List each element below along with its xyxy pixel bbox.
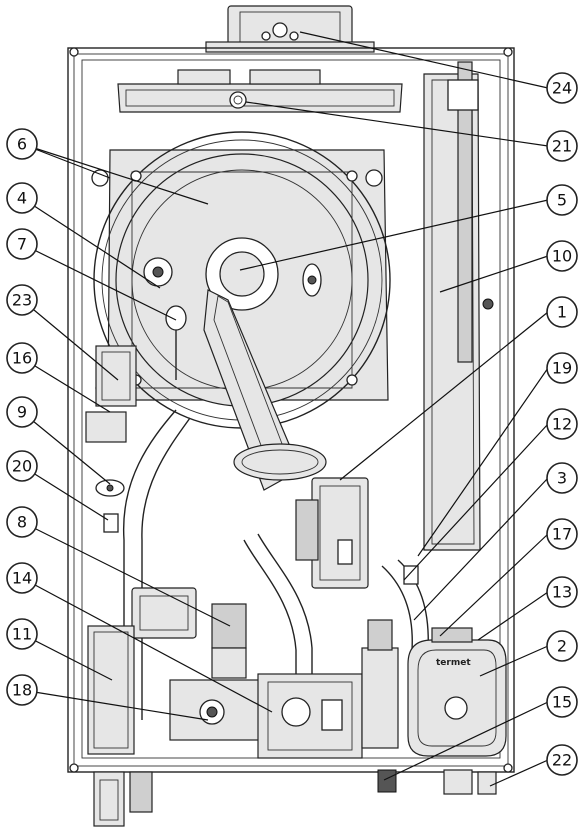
callout-17: 17 (546, 518, 578, 550)
leader-22 (489, 759, 549, 787)
leader-19 (417, 367, 549, 557)
hydraulic-block (169, 619, 399, 759)
callout-14: 14 (6, 562, 38, 594)
callout-13: 13 (546, 576, 578, 608)
pump-brand-label: termet (436, 658, 471, 668)
callout-2-number: 2 (557, 637, 567, 656)
leader-9 (21, 411, 111, 485)
leader-4 (21, 197, 161, 289)
leader-6b (21, 143, 209, 205)
callout-22: 22 (546, 744, 578, 776)
callout-19-number: 19 (552, 359, 572, 378)
callout-2: 2 (546, 630, 578, 662)
leader-2 (479, 645, 549, 677)
leader-8 (21, 521, 231, 627)
gas-valve-module (295, 477, 369, 589)
callout-7-number: 7 (17, 235, 27, 254)
callout-1-number: 1 (557, 303, 567, 322)
callout-23-number: 23 (12, 291, 32, 310)
flow-pipe (122, 409, 429, 720)
leader-20 (21, 465, 109, 521)
flue-sensor (143, 257, 322, 380)
callout-20-number: 20 (12, 457, 32, 476)
callout-14-number: 14 (12, 569, 32, 588)
leader-23 (21, 299, 119, 381)
callout-8: 8 (6, 506, 38, 538)
callout-24: 24 (546, 72, 578, 104)
callout-6: 6 (6, 128, 38, 160)
callout-24-number: 24 (552, 79, 572, 98)
callout-21-number: 21 (552, 137, 572, 156)
top-manifold (117, 69, 403, 113)
leader-14 (21, 577, 273, 713)
callout-9-number: 9 (17, 403, 27, 422)
boiler-drawing: termet (67, 5, 515, 827)
leader-7 (21, 243, 177, 321)
leader-10 (439, 255, 549, 293)
control-bracket (85, 345, 137, 443)
callouts-left: 6 4 7 23 16 9 20 8 (6, 128, 38, 706)
callout-3: 3 (546, 462, 578, 494)
leader-18 (21, 689, 209, 721)
callout-1: 1 (546, 296, 578, 328)
leader-13 (477, 591, 549, 641)
flue-adapter (205, 5, 375, 53)
leader-11 (21, 633, 113, 681)
safety-thermostat (95, 479, 419, 585)
callout-19: 19 (546, 352, 578, 384)
callout-16-number: 16 (12, 349, 32, 368)
callout-13-number: 13 (552, 583, 572, 602)
leader-1 (339, 311, 549, 481)
leader-17 (439, 533, 549, 637)
leader-16 (21, 357, 111, 413)
callout-7: 7 (6, 228, 38, 260)
leader-15 (383, 701, 549, 781)
fan-outlet (203, 237, 327, 491)
callout-22-number: 22 (552, 751, 572, 770)
ignition-transformer (131, 587, 247, 679)
callout-12: 12 (546, 408, 578, 440)
callouts-right: 24 21 5 10 1 19 12 3 (546, 72, 578, 776)
expansion-vessel (423, 61, 494, 551)
leader-24 (299, 31, 549, 89)
callout-18: 18 (6, 674, 38, 706)
leader-lines (21, 31, 549, 787)
callout-17-number: 17 (552, 525, 572, 544)
callout-23: 23 (6, 284, 38, 316)
callout-5-number: 5 (557, 191, 567, 210)
bottom-fittings (93, 769, 497, 827)
callout-18-number: 18 (12, 681, 32, 700)
callout-21: 21 (546, 130, 578, 162)
callout-15: 15 (546, 686, 578, 718)
leader-21 (245, 101, 549, 147)
callout-10-number: 10 (552, 247, 572, 266)
expansion-vessel-left (87, 625, 135, 755)
callout-4-number: 4 (17, 189, 27, 208)
callout-15-number: 15 (552, 693, 572, 712)
leader-3 (413, 477, 549, 621)
callout-11: 11 (6, 618, 38, 650)
callout-12-number: 12 (552, 415, 572, 434)
callout-4: 4 (6, 182, 38, 214)
callout-16: 16 (6, 342, 38, 374)
pump-body: termet (407, 627, 507, 757)
callout-9: 9 (6, 396, 38, 428)
callout-8-number: 8 (17, 513, 27, 532)
callout-6-number: 6 (17, 135, 27, 154)
leader-5 (239, 199, 549, 271)
callout-10: 10 (546, 240, 578, 272)
leader-12 (403, 423, 549, 581)
callout-11-number: 11 (12, 625, 32, 644)
callout-20: 20 (6, 450, 38, 482)
callout-3-number: 3 (557, 469, 567, 488)
callout-5: 5 (546, 184, 578, 216)
